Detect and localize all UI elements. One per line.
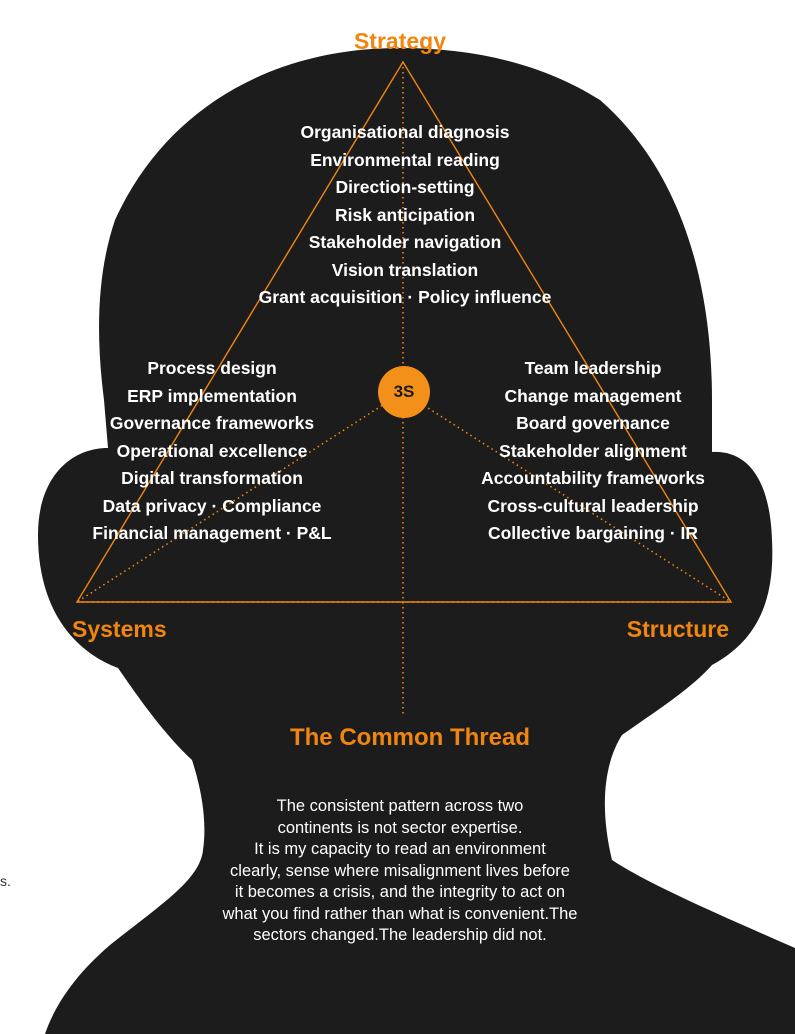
structure-item: Change management (504, 385, 682, 406)
systems-item: Operational excellence (116, 440, 308, 461)
paragraph-line: The consistent pattern across two (276, 797, 524, 815)
paragraph-line: It is my capacity to read an environment (254, 840, 546, 858)
systems-item: Governance frameworks (109, 413, 315, 433)
systems-item: Financial management · P&L (92, 523, 332, 543)
paragraph-line: continents is not sector expertise. (277, 818, 523, 837)
paragraph-line: what you find rather than what is conven… (222, 904, 578, 923)
strategy-item: Environmental reading (310, 149, 500, 170)
strategy-item: Stakeholder navigation (308, 232, 502, 252)
strategy-item: Vision translation (331, 259, 479, 280)
systems-item: Process design (147, 358, 277, 378)
strategy-item: Risk anticipation (334, 204, 476, 225)
strategy-list: Organisational diagnosis Environmental r… (205, 119, 605, 312)
strategy-item: Organisational diagnosis (300, 122, 510, 142)
systems-label: Systems (72, 616, 167, 642)
structure-list: Team leadership Change management Board … (433, 355, 753, 548)
structure-label: Structure (626, 616, 729, 642)
common-thread-paragraph: The consistent pattern across two contin… (165, 796, 635, 947)
paragraph-line: sectors changed.The leadership did not. (253, 926, 547, 944)
head-silhouette (38, 48, 795, 1034)
center-3s-badge: 3S (378, 366, 430, 418)
triangle-outline (75, 60, 733, 603)
structure-item: Board governance (516, 413, 670, 433)
paragraph-line: it becomes a crisis, and the integrity t… (234, 883, 566, 901)
structure-item: Cross-cultural leadership (487, 495, 699, 516)
systems-list: Process design ERP implementation Govern… (52, 355, 372, 548)
systems-item: Data privacy · Compliance (102, 495, 322, 516)
paragraph-line: clearly, sense where misalignment lives … (230, 861, 570, 880)
structure-item: Accountability frameworks (481, 468, 705, 488)
strategy-label: Strategy (353, 28, 447, 54)
structure-item: Collective bargaining · IR (487, 523, 699, 543)
common-thread-title: The Common Thread (289, 724, 530, 751)
edge-text-fragment: s. (0, 873, 11, 889)
systems-item: ERP implementation (127, 385, 297, 406)
structure-item: Stakeholder alignment (499, 440, 687, 461)
structure-item: Team leadership (524, 358, 662, 378)
systems-item: Digital transformation (121, 468, 303, 488)
strategy-item: Direction-setting (335, 177, 475, 197)
strategy-item: Grant acquisition · Policy influence (258, 287, 552, 307)
